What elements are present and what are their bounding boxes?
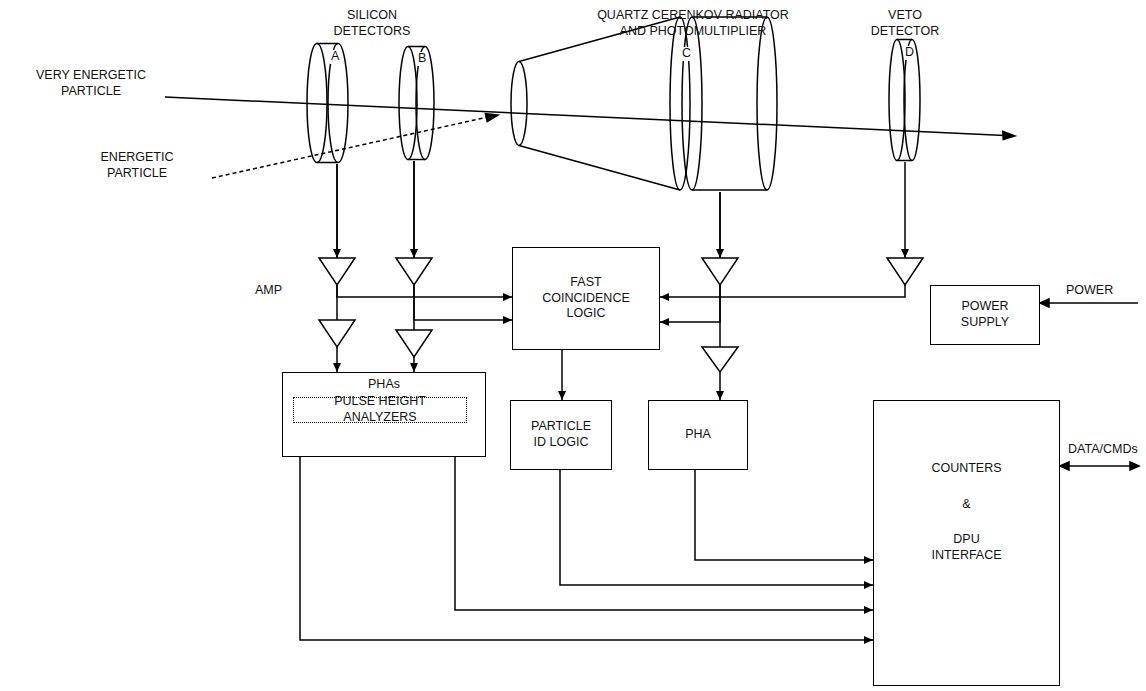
power-line (1048, 302, 1138, 304)
signal-connector (695, 470, 873, 564)
connector-line (414, 161, 512, 320)
arrow-head (1060, 462, 1069, 470)
arrow-head (333, 363, 341, 372)
pha-box: PHA (648, 400, 748, 470)
signal-connector (337, 164, 512, 301)
arrow-head (901, 249, 909, 258)
detector-letter: B (417, 52, 427, 66)
amp-symbol (887, 258, 923, 285)
box-label: PULSE HEIGHT ANALYZERS (300, 394, 460, 425)
logic-box: FAST COINCIDENCE LOGIC (512, 247, 660, 350)
data-line (1068, 465, 1130, 467)
amp-label: AMP (255, 283, 282, 299)
box-label: PHA (685, 427, 711, 443)
arrow-head (1003, 131, 1015, 139)
amp-symbol (319, 258, 355, 285)
arrow-head (864, 636, 873, 644)
connector-line (455, 457, 873, 610)
arrow-head (864, 556, 873, 564)
box-label: COUNTERS (931, 461, 1001, 477)
signal-connector (300, 457, 873, 644)
group-label: VETO DETECTOR (860, 8, 950, 39)
signal-connector (560, 470, 873, 589)
amp-symbol (396, 330, 432, 357)
arrow-head (410, 249, 418, 258)
arrow-head (864, 581, 873, 589)
detector-letter: C (681, 47, 692, 61)
particle-track (165, 97, 1005, 136)
group-label: SILICON DETECTORS (327, 8, 417, 39)
box-label: FAST COINCIDENCE LOGIC (542, 275, 630, 322)
detector-outline (505, 15, 780, 192)
arrow-head (716, 391, 724, 400)
particle-track-dotted (212, 117, 488, 178)
arrow-head (558, 391, 566, 400)
silicon-detector: B (398, 45, 436, 161)
detector-letter: A (330, 50, 340, 64)
signal-label: DATA/CMDs (1068, 442, 1138, 458)
connector-line (660, 192, 720, 322)
particle-label: ENERGETIC PARTICLE (82, 150, 192, 181)
signal-connector (414, 161, 512, 324)
arrow-head (410, 363, 418, 372)
connector-line (337, 164, 512, 297)
pha-inner-box: PULSE HEIGHT ANALYZERS (293, 397, 467, 423)
particle-label: VERY ENERGETIC PARTICLE (22, 68, 160, 99)
arrow-head (1040, 299, 1049, 307)
pha-box: PHAsPULSE HEIGHT ANALYZERS (282, 372, 486, 457)
detector-letter: D (904, 46, 915, 60)
arrow-head (485, 114, 498, 122)
signal-connector (455, 457, 873, 614)
arrow-head (660, 293, 669, 301)
arrow-head (503, 293, 512, 301)
box-label: PARTICLE ID LOGIC (531, 419, 591, 450)
connector-line (560, 470, 873, 585)
arrow-head (1130, 462, 1139, 470)
amp-symbol (396, 258, 432, 285)
amp-symbol (702, 258, 738, 285)
arrow-head (333, 249, 341, 258)
interface-box: COUNTERS & DPU INTERFACE (873, 400, 1060, 686)
connector-line (695, 470, 873, 560)
box-label: POWER SUPPLY (961, 299, 1009, 330)
signal-connector (558, 350, 566, 400)
power-box: POWER SUPPLY (930, 285, 1040, 345)
arrow-head (503, 316, 512, 324)
silicon-detector: A (305, 42, 351, 164)
connector-line (300, 457, 873, 640)
group-label: QUARTZ CERENKOV RADIATOR AND PHOTOMULTIP… (588, 8, 798, 39)
box-label: DPU INTERFACE (931, 532, 1001, 563)
arrow-head (716, 249, 724, 258)
signal-label: POWER (1066, 283, 1113, 299)
cerenkov-radiator: C (505, 15, 780, 192)
arrow-head (660, 318, 669, 326)
amp-symbol (319, 320, 355, 347)
box-label: PHAs (368, 377, 400, 393)
detector-outline (305, 42, 351, 164)
amp-symbol (702, 347, 738, 372)
arrow-head (864, 606, 873, 614)
veto-detector: D (888, 38, 922, 162)
logic-box: PARTICLE ID LOGIC (510, 400, 612, 470)
box-label: & (962, 497, 970, 513)
